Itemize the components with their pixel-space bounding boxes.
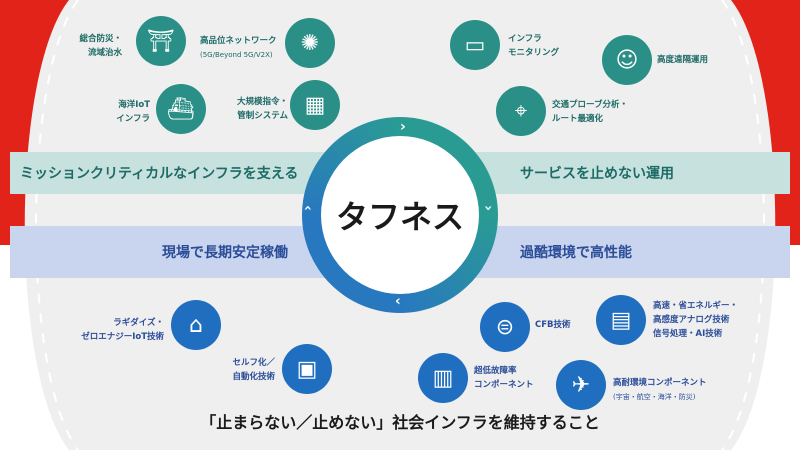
item-label: 高速・省エネルギー・高感度アナログ技術信号処理・AI技術 xyxy=(653,301,739,339)
cycle-arrow-icon: › xyxy=(479,205,496,211)
item-label: CFB技術 xyxy=(535,320,571,330)
monitor-icon: ▭ xyxy=(450,20,500,70)
server-icon: ▥ xyxy=(418,353,468,403)
sensor-device-icon: ⌂ xyxy=(171,300,221,350)
map-pin-icon: ⌖ xyxy=(496,86,546,136)
item-label: 高品位ネットワーク(5G/Beyond 5G/V2X) xyxy=(200,36,277,59)
item-label: ラギダイズ・ゼロエナジーIoT技術 xyxy=(81,318,164,342)
toughness-cycle: タフネス xyxy=(302,117,498,313)
cycle-arrow-icon: › xyxy=(299,205,316,211)
band-top-left-text: ミッションクリティカルなインフラを支える xyxy=(20,166,299,182)
footer-statement: 「止まらない／止めない」社会インフラを維持すること xyxy=(200,413,600,432)
band-top-right-text: サービスを止めない運用 xyxy=(520,166,674,182)
wafer-icon: ⊜ xyxy=(480,302,530,352)
item-label: 高度遠隔運用 xyxy=(657,55,709,65)
item-label: セルフ化／自動化技術 xyxy=(232,358,275,382)
item-label: 総合防災・流域治水 xyxy=(79,34,122,58)
control-room-icon: ▦ xyxy=(290,80,340,130)
chip-icon: ▤ xyxy=(596,295,646,345)
band-bottom-right-text: 過酷環境で高性能 xyxy=(520,245,632,261)
satellite-icon: ✈ xyxy=(556,360,606,410)
operator-icon: ☺ xyxy=(602,35,652,85)
dashed-ring xyxy=(35,0,765,450)
center-title: タフネス xyxy=(321,136,479,294)
network-icon: ✺ xyxy=(285,18,335,68)
item-label: 高耐環境コンポーネント(宇宙・航空・海洋・防災) xyxy=(613,378,707,401)
item-label: 超低故障率コンポーネント xyxy=(474,366,534,390)
cycle-arrow-icon: › xyxy=(395,293,401,309)
box-icon: ▣ xyxy=(282,344,332,394)
item-label: インフラモニタリング xyxy=(508,34,560,58)
item-label: 大規模指令・管制システム xyxy=(236,97,288,121)
cycle-arrow-icon: › xyxy=(400,119,406,135)
bridge-icon: ⛩ xyxy=(136,16,186,66)
ship-icon: ⛴ xyxy=(156,84,206,134)
item-label: 交通プローブ分析・ルート最適化 xyxy=(552,100,628,124)
band-bottom-left-text: 現場で長期安定稼働 xyxy=(162,245,288,261)
